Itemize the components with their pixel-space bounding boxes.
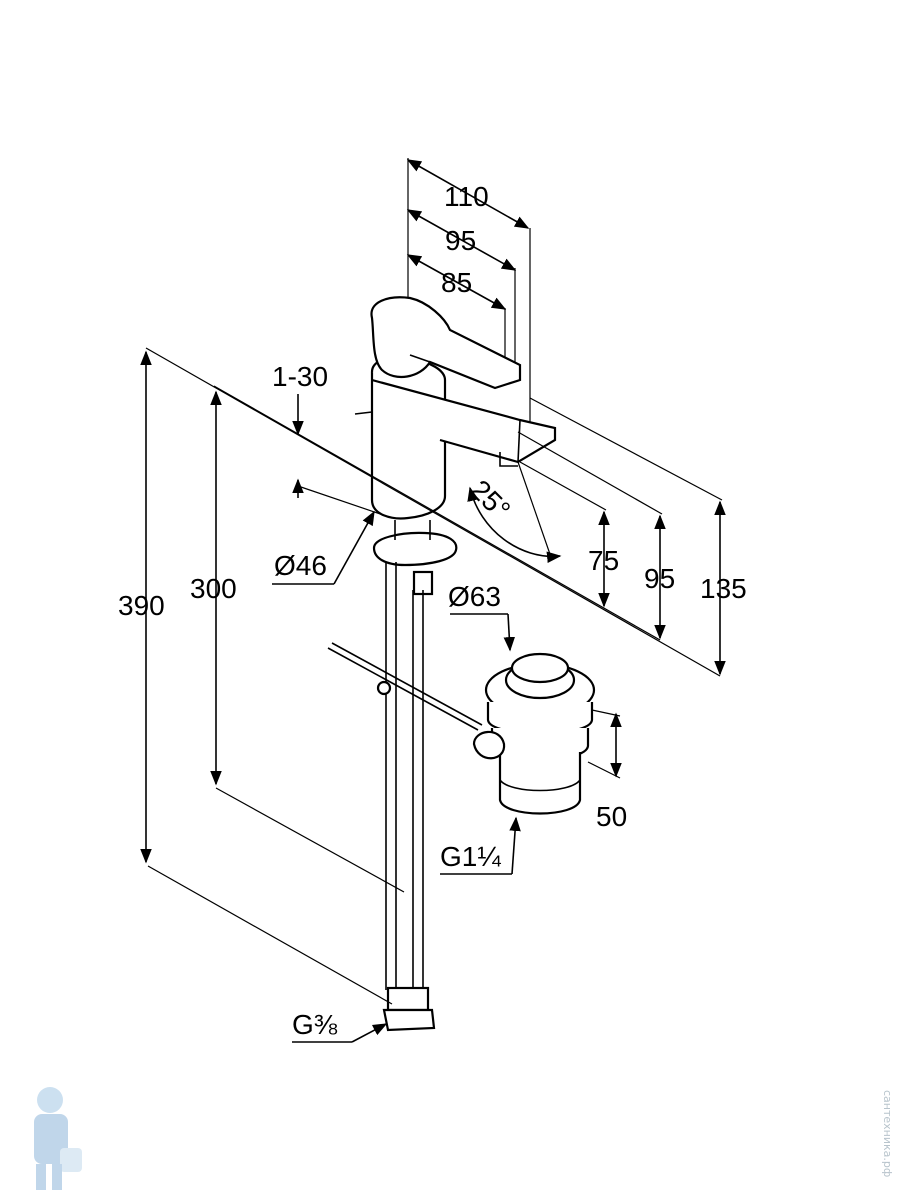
dim-label-50: 50 xyxy=(596,801,627,832)
dim-label-diameter-63: Ø63 xyxy=(448,581,501,612)
dimension-75: 75 xyxy=(588,510,619,608)
dimension-diameter-46: Ø46 xyxy=(272,510,375,585)
dimension-1-30: 1-30 xyxy=(272,361,393,519)
dimension-85: 85 xyxy=(406,254,507,378)
dimension-390: 390 xyxy=(118,350,165,864)
plumber-mascot-logo xyxy=(34,1087,82,1190)
dim-label-75: 75 xyxy=(588,545,619,576)
dim-label-thread-g114: G1¼ xyxy=(440,841,501,872)
reference-lines xyxy=(145,347,723,1005)
pop-up-waste xyxy=(472,652,596,815)
dimension-50: 50 xyxy=(587,709,627,832)
dimension-thread-g38: G⅜ xyxy=(292,1009,388,1043)
dim-label-110: 110 xyxy=(444,181,489,212)
dim-label-angle-25: 25° xyxy=(464,474,516,526)
dim-label-95-top: 95 xyxy=(445,225,476,256)
dimension-thread-g114: G1¼ xyxy=(440,816,521,875)
dim-label-1-30: 1-30 xyxy=(272,361,328,392)
watermark-text: сантехника.рф xyxy=(881,1090,894,1178)
dim-label-diameter-46: Ø46 xyxy=(274,550,327,581)
dimension-135: 135 xyxy=(700,500,747,676)
dim-label-thread-g38: G⅜ xyxy=(292,1009,338,1040)
supply-hoses xyxy=(382,562,436,1032)
dimension-300: 300 xyxy=(190,390,237,786)
dimension-95-right: 95 xyxy=(644,514,675,640)
dim-label-85: 85 xyxy=(441,267,472,298)
dimension-diameter-63: Ø63 xyxy=(448,581,516,652)
dimension-110: 110 xyxy=(406,158,531,452)
dim-label-135: 135 xyxy=(700,573,747,604)
pull-rod xyxy=(327,642,483,731)
dim-label-300: 300 xyxy=(190,573,237,604)
dim-label-95-right: 95 xyxy=(644,563,675,594)
faucet-body xyxy=(354,296,557,596)
dim-label-390: 390 xyxy=(118,590,165,621)
